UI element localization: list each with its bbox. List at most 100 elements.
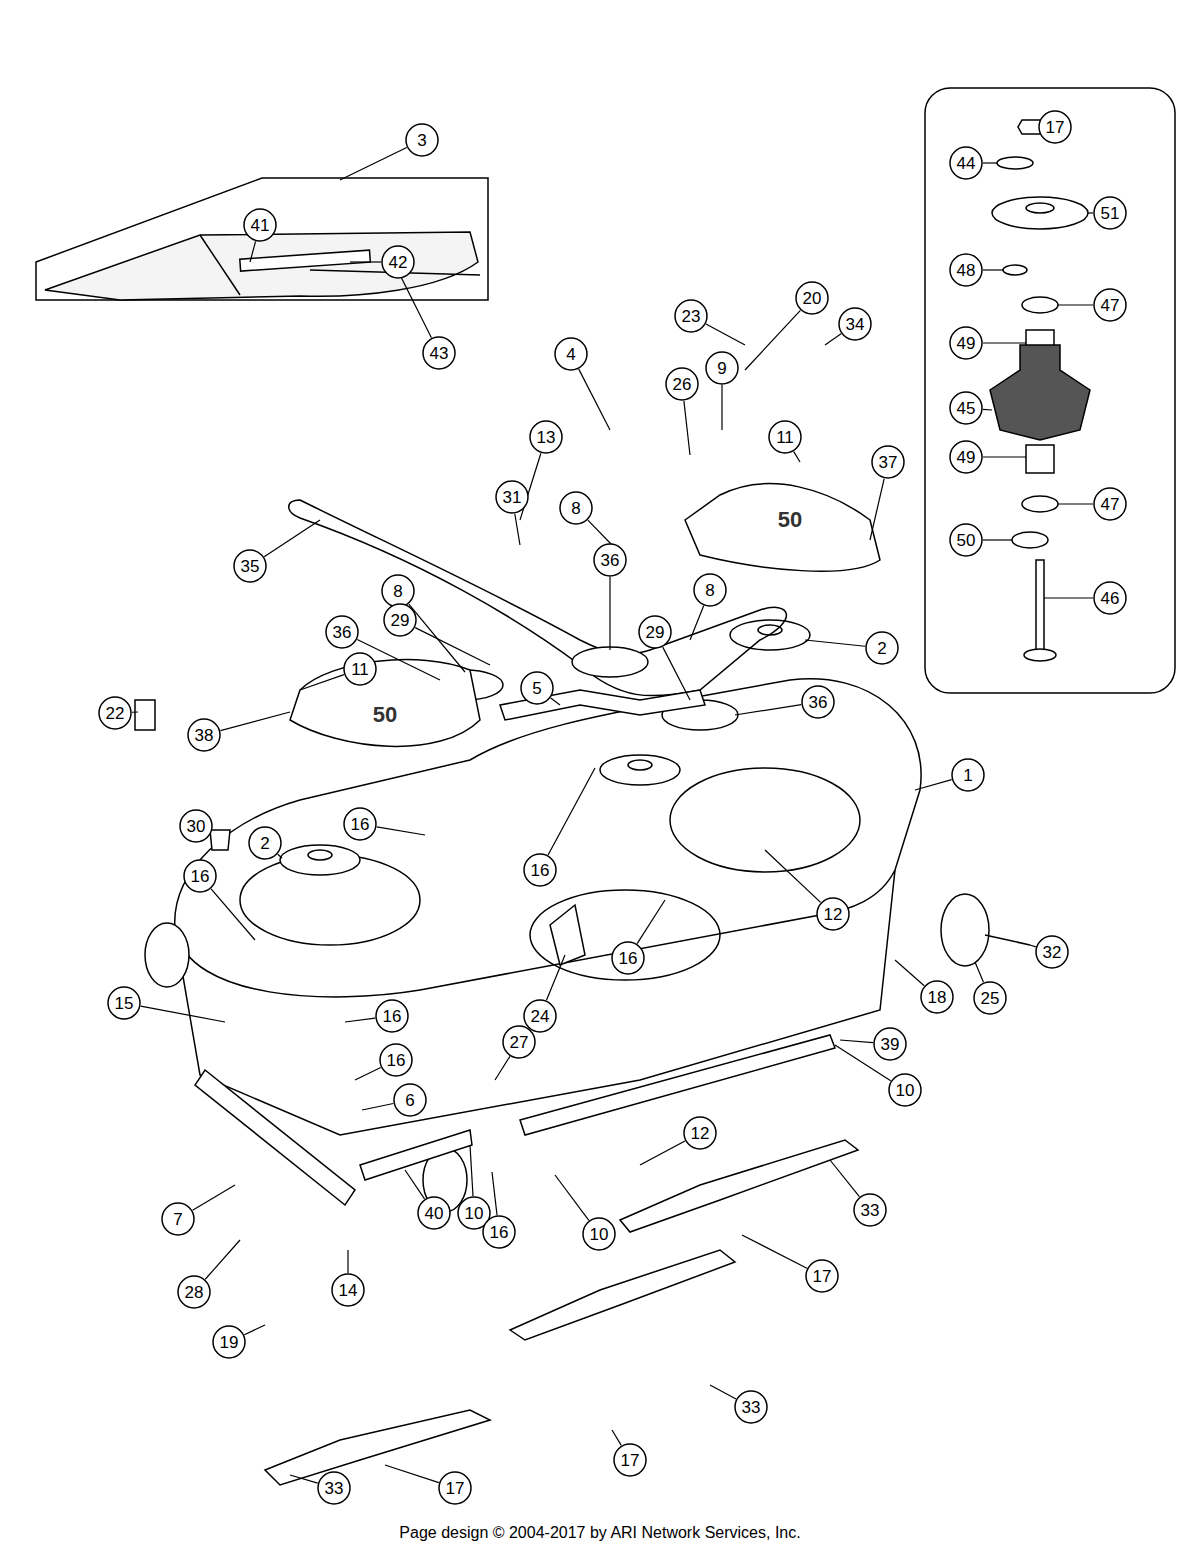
callout-circle (249, 827, 281, 859)
callout-circle (234, 550, 266, 582)
leader-line (983, 456, 1026, 457)
callout-circle (796, 282, 828, 314)
callout-circle (806, 1260, 838, 1292)
callout-circle (244, 209, 276, 241)
leader-line (794, 452, 800, 462)
callout-number: 1 (963, 767, 972, 784)
callout-circle (418, 1197, 450, 1229)
callout-circle (439, 1472, 471, 1504)
callout-number: 22 (106, 705, 125, 722)
leader-line (290, 1475, 318, 1483)
callout-circle (560, 492, 592, 524)
callout-circle (769, 421, 801, 453)
callout-circle (394, 1084, 426, 1116)
leader-line (745, 310, 800, 370)
callout-number: 7 (173, 1211, 182, 1228)
callout-circle (583, 1218, 615, 1250)
leader-line (278, 854, 282, 858)
callout-number: 49 (957, 335, 976, 352)
deck-stamp: 50 (778, 509, 802, 531)
callout-circle (675, 300, 707, 332)
leader-line (983, 409, 992, 411)
callout-number: 26 (673, 376, 692, 393)
callout-number: 18 (928, 989, 947, 1006)
callout-circle (950, 147, 982, 179)
callout-number: 27 (510, 1034, 529, 1051)
leader-line (415, 628, 490, 665)
callout-number: 33 (325, 1480, 344, 1497)
callout-circle (1094, 582, 1126, 614)
callout-number: 5 (532, 680, 541, 697)
callout-number: 36 (809, 694, 828, 711)
leader-line (193, 1185, 235, 1210)
copyright-caption: Page design © 2004-2017 by ARI Network S… (0, 1524, 1200, 1542)
leader-line (870, 479, 884, 540)
callout-number: 16 (351, 816, 370, 833)
leader-line (983, 539, 1012, 540)
callout-number: 39 (881, 1036, 900, 1053)
callout-circle (162, 1203, 194, 1235)
leader-line (555, 1175, 589, 1220)
callout-circle (974, 982, 1006, 1014)
callout-number: 8 (393, 583, 402, 600)
callout-circle (524, 854, 556, 886)
leader-line (612, 1430, 621, 1445)
callout-circle (318, 1472, 350, 1504)
leader-line (983, 342, 1026, 343)
callout-number: 8 (705, 582, 714, 599)
leader-line (1044, 597, 1093, 598)
callout-circle (1039, 111, 1071, 143)
callout-circle (555, 338, 587, 370)
callout-circle (496, 481, 528, 513)
callout-number: 38 (195, 727, 214, 744)
leader-line (300, 675, 344, 690)
leader-line (637, 900, 665, 944)
callout-circle (344, 653, 376, 685)
leader-line (663, 647, 690, 700)
callout-number: 47 (1101, 297, 1120, 314)
callout-number: 9 (717, 360, 726, 377)
callout-circle (950, 441, 982, 473)
callout-number: 28 (185, 1284, 204, 1301)
leader-line (495, 1056, 510, 1080)
callout-circle (889, 1074, 921, 1106)
callout-circle (839, 308, 871, 340)
leader-line (211, 889, 255, 940)
callout-number: 3 (417, 132, 426, 149)
callout-number: 13 (537, 429, 556, 446)
callout-number: 17 (813, 1268, 832, 1285)
leader-line (362, 1103, 393, 1110)
callout-circle (952, 759, 984, 791)
callout-number: 4 (566, 346, 575, 363)
callout-circle (950, 254, 982, 286)
callout-number: 32 (1043, 944, 1062, 961)
leader-line (1058, 304, 1093, 305)
callout-number: 30 (187, 818, 206, 835)
leader-line (515, 514, 520, 545)
callout-number: 29 (646, 624, 665, 641)
leader-line (721, 385, 722, 430)
callout-number: 36 (333, 624, 352, 641)
callout-circle (694, 574, 726, 606)
leader-line (340, 147, 407, 180)
callout-number: 49 (957, 449, 976, 466)
callout-number: 51 (1101, 205, 1120, 222)
callout-number: 11 (776, 429, 794, 446)
callout-circle (684, 1117, 716, 1149)
leader-line (735, 705, 801, 715)
callout-number: 12 (691, 1125, 710, 1142)
callout-circle (423, 337, 455, 369)
callout-circle (380, 1044, 412, 1076)
callout-circle (612, 942, 644, 974)
leader-line (264, 520, 320, 557)
leader-line (546, 955, 565, 1000)
callout-circle (1094, 488, 1126, 520)
leader-line (385, 1465, 439, 1483)
callout-circle (614, 1444, 646, 1476)
leader-line (830, 1160, 859, 1197)
leader-line (983, 269, 1003, 270)
callout-circle (950, 392, 982, 424)
callout-circle (530, 421, 562, 453)
callout-circle (802, 686, 834, 718)
callout-number: 36 (601, 552, 620, 569)
